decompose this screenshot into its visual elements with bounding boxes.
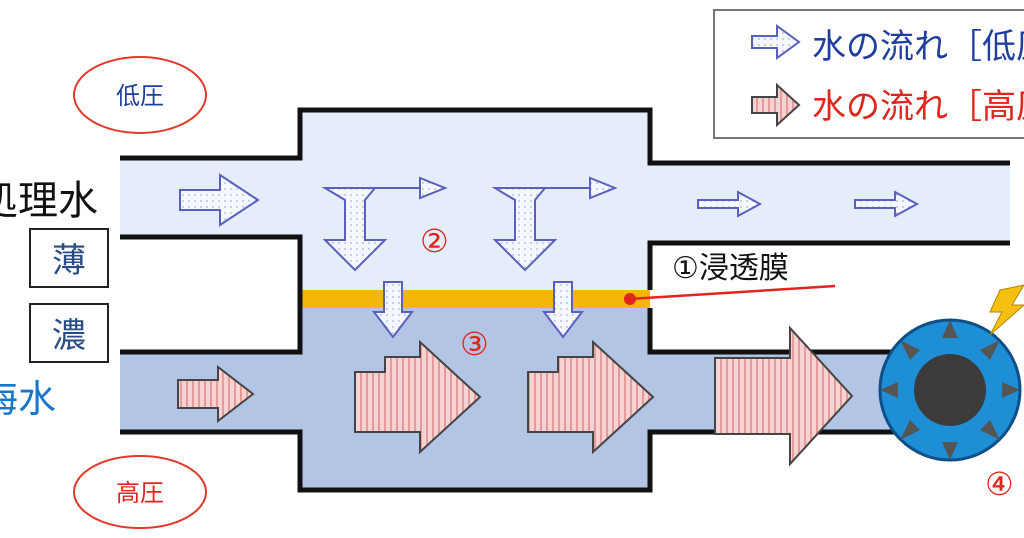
arrow-right-icon: [854, 190, 920, 218]
low-flow-arrows: [179, 173, 920, 339]
arrow-right-icon: [179, 173, 260, 227]
treated-water-label: 処理水: [0, 178, 98, 224]
arrow-right-icon: [177, 364, 255, 424]
low-pressure-bubble: 低圧: [73, 56, 207, 134]
legend: 水の流れ［低圧］ 水の流れ［高圧］: [713, 9, 1024, 139]
svg-text:低圧: 低圧: [116, 82, 164, 110]
svg-text:水の流れ［低圧］: 水の流れ［低圧］: [812, 27, 1024, 67]
arrow-down-icon: [371, 281, 415, 339]
arrow-right-icon: [697, 190, 763, 218]
arrow-right-icon: [714, 325, 854, 467]
high-pressure-bubble: 高圧: [73, 455, 207, 529]
lightning-icon: [989, 284, 1024, 336]
high-flow-legend-arrow-icon: [751, 82, 801, 128]
membrane-label: ①浸透膜: [672, 251, 789, 286]
step-4-label: ④: [985, 465, 1014, 503]
pump-icon: [878, 284, 1024, 462]
concentrated-label: 濃: [52, 316, 86, 356]
step-3-label: ③: [460, 325, 489, 363]
pipe-walls: [120, 107, 1010, 493]
seawater-label: 海水: [0, 377, 56, 421]
low-flow-legend-arrow-icon: [751, 24, 801, 60]
arrow-right-icon: [527, 339, 655, 455]
arrow-right-icon: [354, 339, 482, 455]
svg-text:高圧: 高圧: [116, 479, 164, 507]
arrow-down-icon: [541, 281, 585, 339]
dilute-label: 薄: [52, 241, 86, 281]
svg-text:水の流れ［高圧］: 水の流れ［高圧］: [812, 87, 1024, 127]
arrow-split-icon: [491, 176, 618, 272]
membrane: [300, 290, 650, 308]
high-flow-arrows: [177, 325, 854, 467]
arrow-split-icon: [321, 176, 448, 272]
step-2-label: ②: [420, 222, 449, 260]
